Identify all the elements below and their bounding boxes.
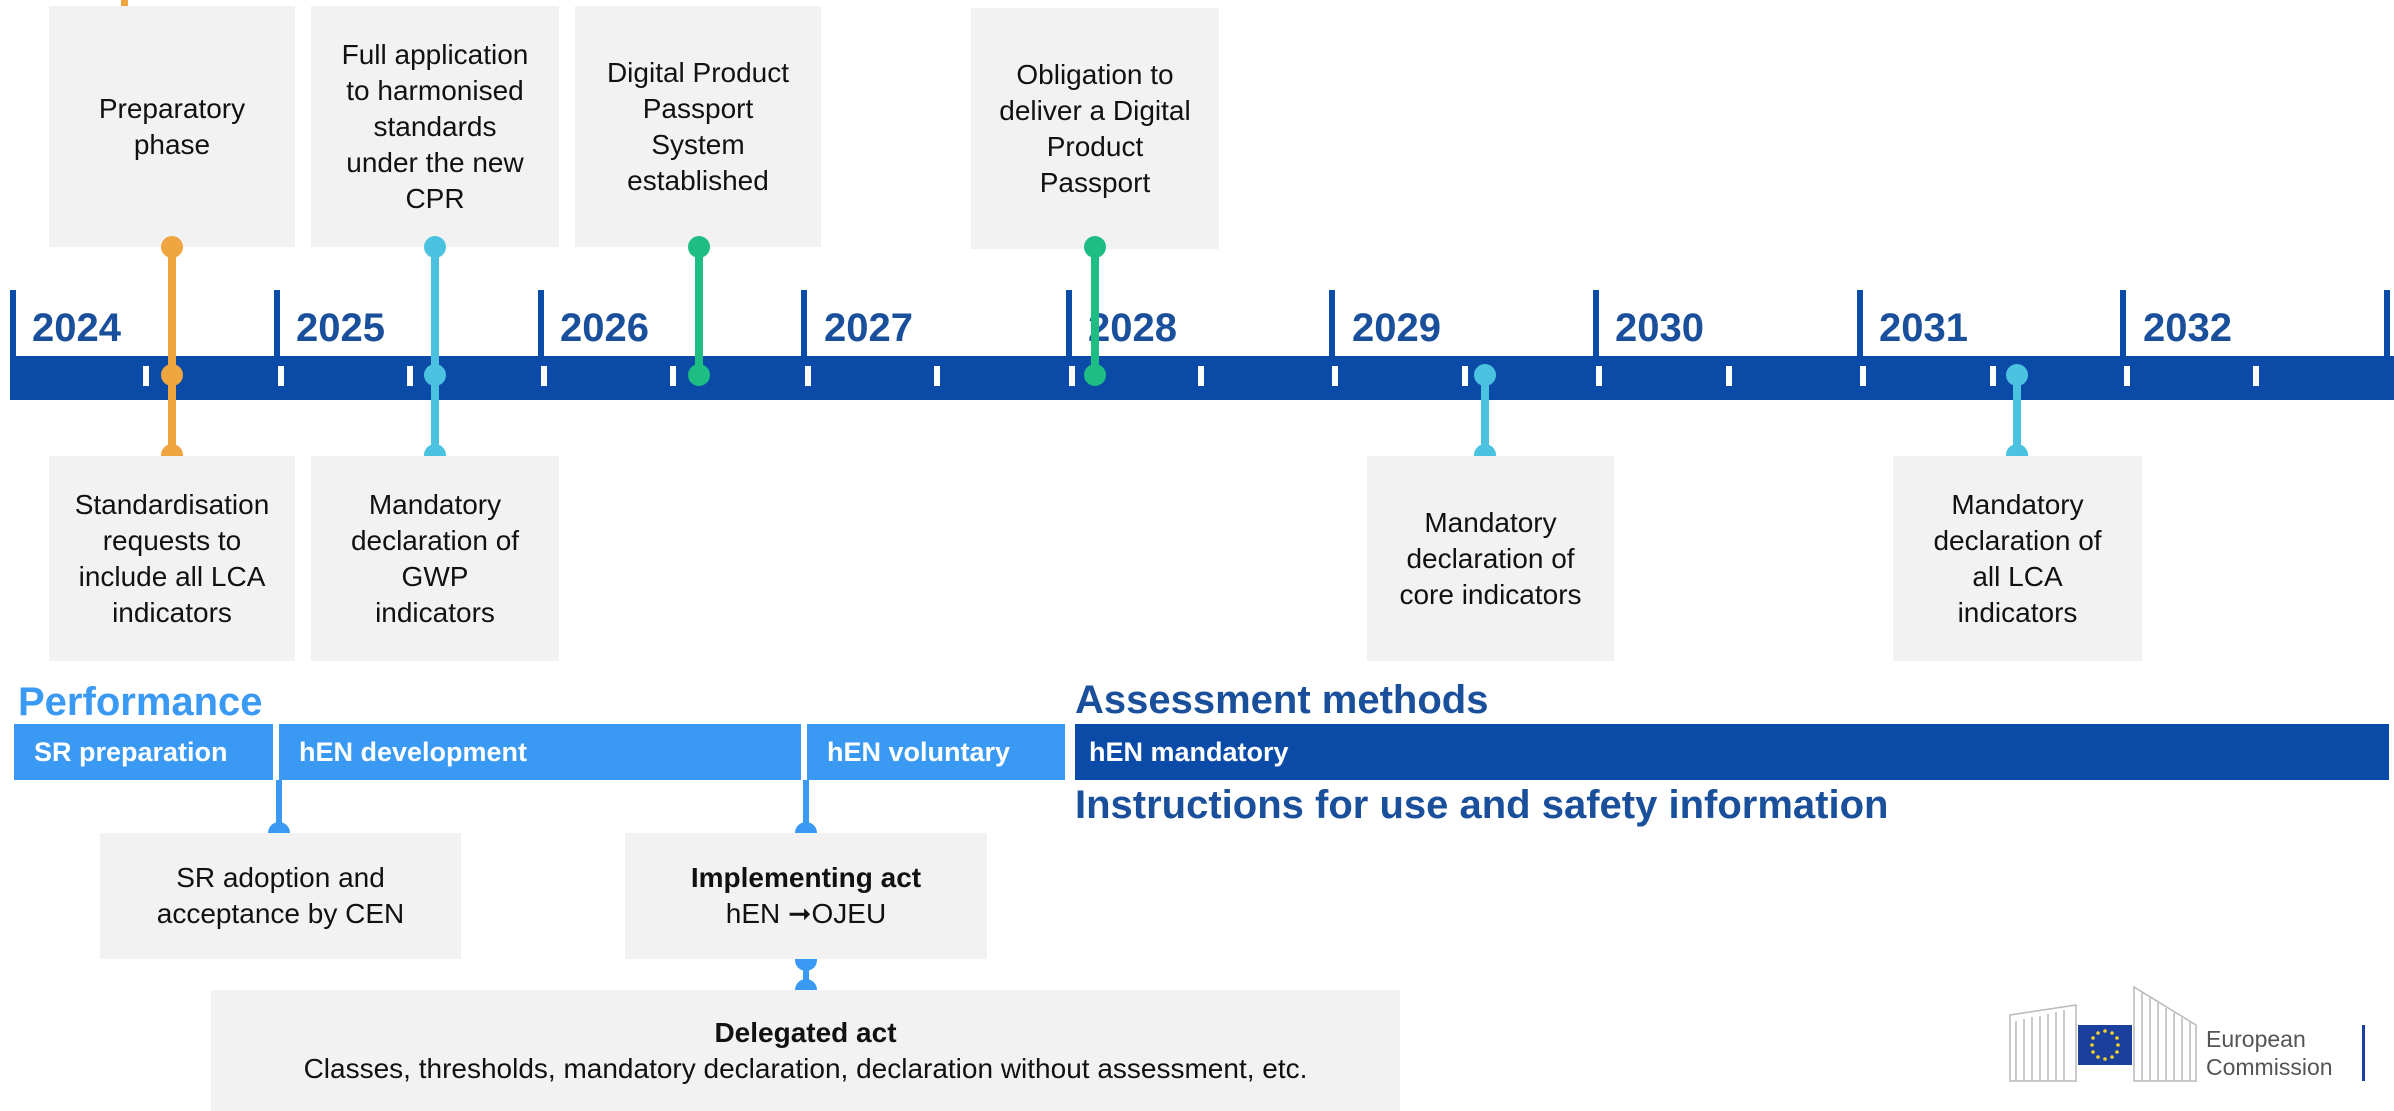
top-accent-mark <box>121 0 128 6</box>
assessment-methods-heading: Assessment methods <box>1075 678 1489 722</box>
year-label-2027: 2027 <box>824 306 913 350</box>
milestone-connector-core-indicators <box>1481 375 1489 457</box>
ec-logo-text-line2: Commission <box>2206 1054 2333 1080</box>
delegated-act-title: Delegated act <box>714 1016 897 1048</box>
milestone-connector-full-application <box>431 247 439 457</box>
year-tick <box>1860 366 1866 386</box>
ec-logo-text: European Commission <box>2206 1025 2333 1081</box>
year-label-2026: 2026 <box>560 306 649 350</box>
milestone-connector-all-lca <box>2013 375 2021 457</box>
year-tick <box>1069 366 1075 386</box>
year-tick <box>934 366 940 386</box>
year-tick <box>278 366 284 386</box>
year-tick <box>541 366 547 386</box>
year-tick <box>143 366 149 386</box>
milestone-dot <box>1084 236 1106 258</box>
connector-delegated-act <box>803 960 809 990</box>
instructions-heading: Instructions for use and safety informat… <box>1075 783 1889 827</box>
year-tick <box>1990 366 1996 386</box>
year-tick <box>1198 366 1204 386</box>
year-divider <box>801 290 807 400</box>
year-tick <box>2124 366 2130 386</box>
milestone-connector-dpp-obligation <box>1091 247 1099 375</box>
year-divider <box>1066 290 1072 400</box>
year-label-2029: 2029 <box>1352 306 1441 350</box>
milestone-dot <box>688 236 710 258</box>
band-sr-preparation: SR preparation <box>14 724 273 780</box>
ec-logo <box>2006 985 2394 1085</box>
ec-logo-divider <box>2362 1025 2365 1081</box>
milestone-dot <box>1084 364 1106 386</box>
implementing-act-box: Implementing act hEN ➞OJEU <box>625 833 987 959</box>
milestone-dot <box>424 236 446 258</box>
year-divider <box>1857 290 1863 400</box>
year-tick <box>1596 366 1602 386</box>
implementing-act-text: hEN ➞OJEU <box>725 898 887 929</box>
milestone-dot <box>424 364 446 386</box>
year-label-2031: 2031 <box>1879 306 1968 350</box>
year-divider <box>10 290 16 400</box>
year-divider <box>538 290 544 400</box>
milestone-dot <box>161 364 183 386</box>
delegated-act-text: Classes, thresholds, mandatory declarati… <box>303 1052 1308 1084</box>
year-label-2030: 2030 <box>1615 306 1704 350</box>
year-tick <box>2253 366 2259 386</box>
year-tick <box>1332 366 1338 386</box>
connector-sr-adoption <box>276 780 282 832</box>
milestone-dot <box>161 236 183 258</box>
milestone-dot <box>2006 364 2028 386</box>
ec-logo-mark <box>2009 985 2197 1082</box>
year-divider <box>274 290 280 400</box>
year-divider <box>1329 290 1335 400</box>
year-tick <box>670 366 676 386</box>
milestone-connector-preparatory <box>168 247 176 457</box>
performance-heading: Performance <box>18 680 263 724</box>
year-divider <box>2384 290 2390 400</box>
implementing-act-title: Implementing act <box>690 862 922 893</box>
milestone-connector-dpp-system <box>695 247 703 375</box>
year-tick <box>407 366 413 386</box>
year-label-2032: 2032 <box>2143 306 2232 350</box>
milestone-dot <box>1474 364 1496 386</box>
year-tick <box>1726 366 1732 386</box>
connector-implementing-act <box>803 780 809 832</box>
year-divider <box>1593 290 1599 400</box>
band-hen-voluntary: hEN voluntary <box>807 724 1065 780</box>
milestone-dot <box>688 364 710 386</box>
year-tick <box>805 366 811 386</box>
year-tick <box>1462 366 1468 386</box>
year-label-2024: 2024 <box>32 306 121 350</box>
band-hen-mandatory: hEN mandatory <box>1075 724 2389 780</box>
ec-logo-text-line1: European <box>2206 1026 2306 1052</box>
year-label-2028: 2028 <box>1088 306 1177 350</box>
year-label-2025: 2025 <box>296 306 385 350</box>
year-divider <box>2120 290 2126 400</box>
band-hen-development: hEN development <box>279 724 801 780</box>
